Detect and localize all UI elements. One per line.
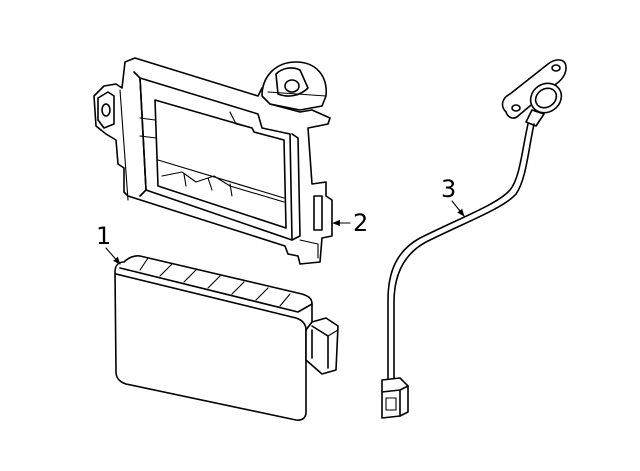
part-3-sensor-harness xyxy=(381,59,567,419)
callout-1-arrow xyxy=(105,247,121,265)
part-2-bracket xyxy=(93,57,333,265)
callout-1: 1 xyxy=(96,222,121,265)
callout-2-label: 2 xyxy=(353,209,368,237)
callout-3: 3 xyxy=(441,175,465,217)
callout-2: 2 xyxy=(332,209,368,237)
part-1-module xyxy=(114,255,339,421)
callout-1-label: 1 xyxy=(96,222,111,250)
callout-3-label: 3 xyxy=(441,175,456,203)
callout-3-arrow xyxy=(451,200,465,217)
